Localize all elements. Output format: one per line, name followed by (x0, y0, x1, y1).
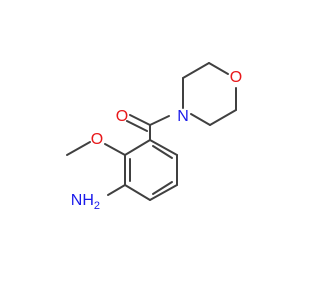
atom-o-morpholine: O (230, 69, 242, 86)
atom-n-morpholine: N (177, 108, 189, 125)
bond-ring-inner-3 (152, 145, 173, 159)
bond-carbonyl-n (149, 115, 170, 126)
molecule-structure: O N O O NH2 (66, 62, 242, 212)
atom-labels: O N O O NH2 (71, 69, 242, 212)
bond-ring-c4-c5 (149, 184, 178, 201)
atom-o-carbonyl: O (116, 108, 128, 125)
bond-ca-cb (182, 62, 210, 79)
bond-cc-cd (209, 109, 237, 126)
atom-nh2-amine: NH2 (71, 192, 100, 212)
bond-omethoxy-ch3 (66, 141, 91, 156)
bond-ring-c3-c4 (124, 184, 151, 201)
bond-ring-omethoxy (104, 143, 126, 156)
bond-ring-c1-c2 (124, 139, 151, 156)
bond-cd-n (190, 113, 211, 126)
bond-carbonyl-double-a (129, 114, 151, 126)
atom-nh2-amine-subscript: 2 (94, 200, 100, 212)
bond-ring-inner-2 (152, 181, 173, 195)
bonds (66, 62, 237, 201)
bond-ring-amine (107, 184, 126, 196)
atom-o-methoxy: O (91, 131, 103, 148)
bond-carbonyl-double-b (126, 120, 148, 132)
atom-nh2-amine-main: NH (71, 192, 94, 209)
bond-ring-c6-c1 (149, 139, 178, 156)
bond-cb-o (208, 62, 229, 75)
